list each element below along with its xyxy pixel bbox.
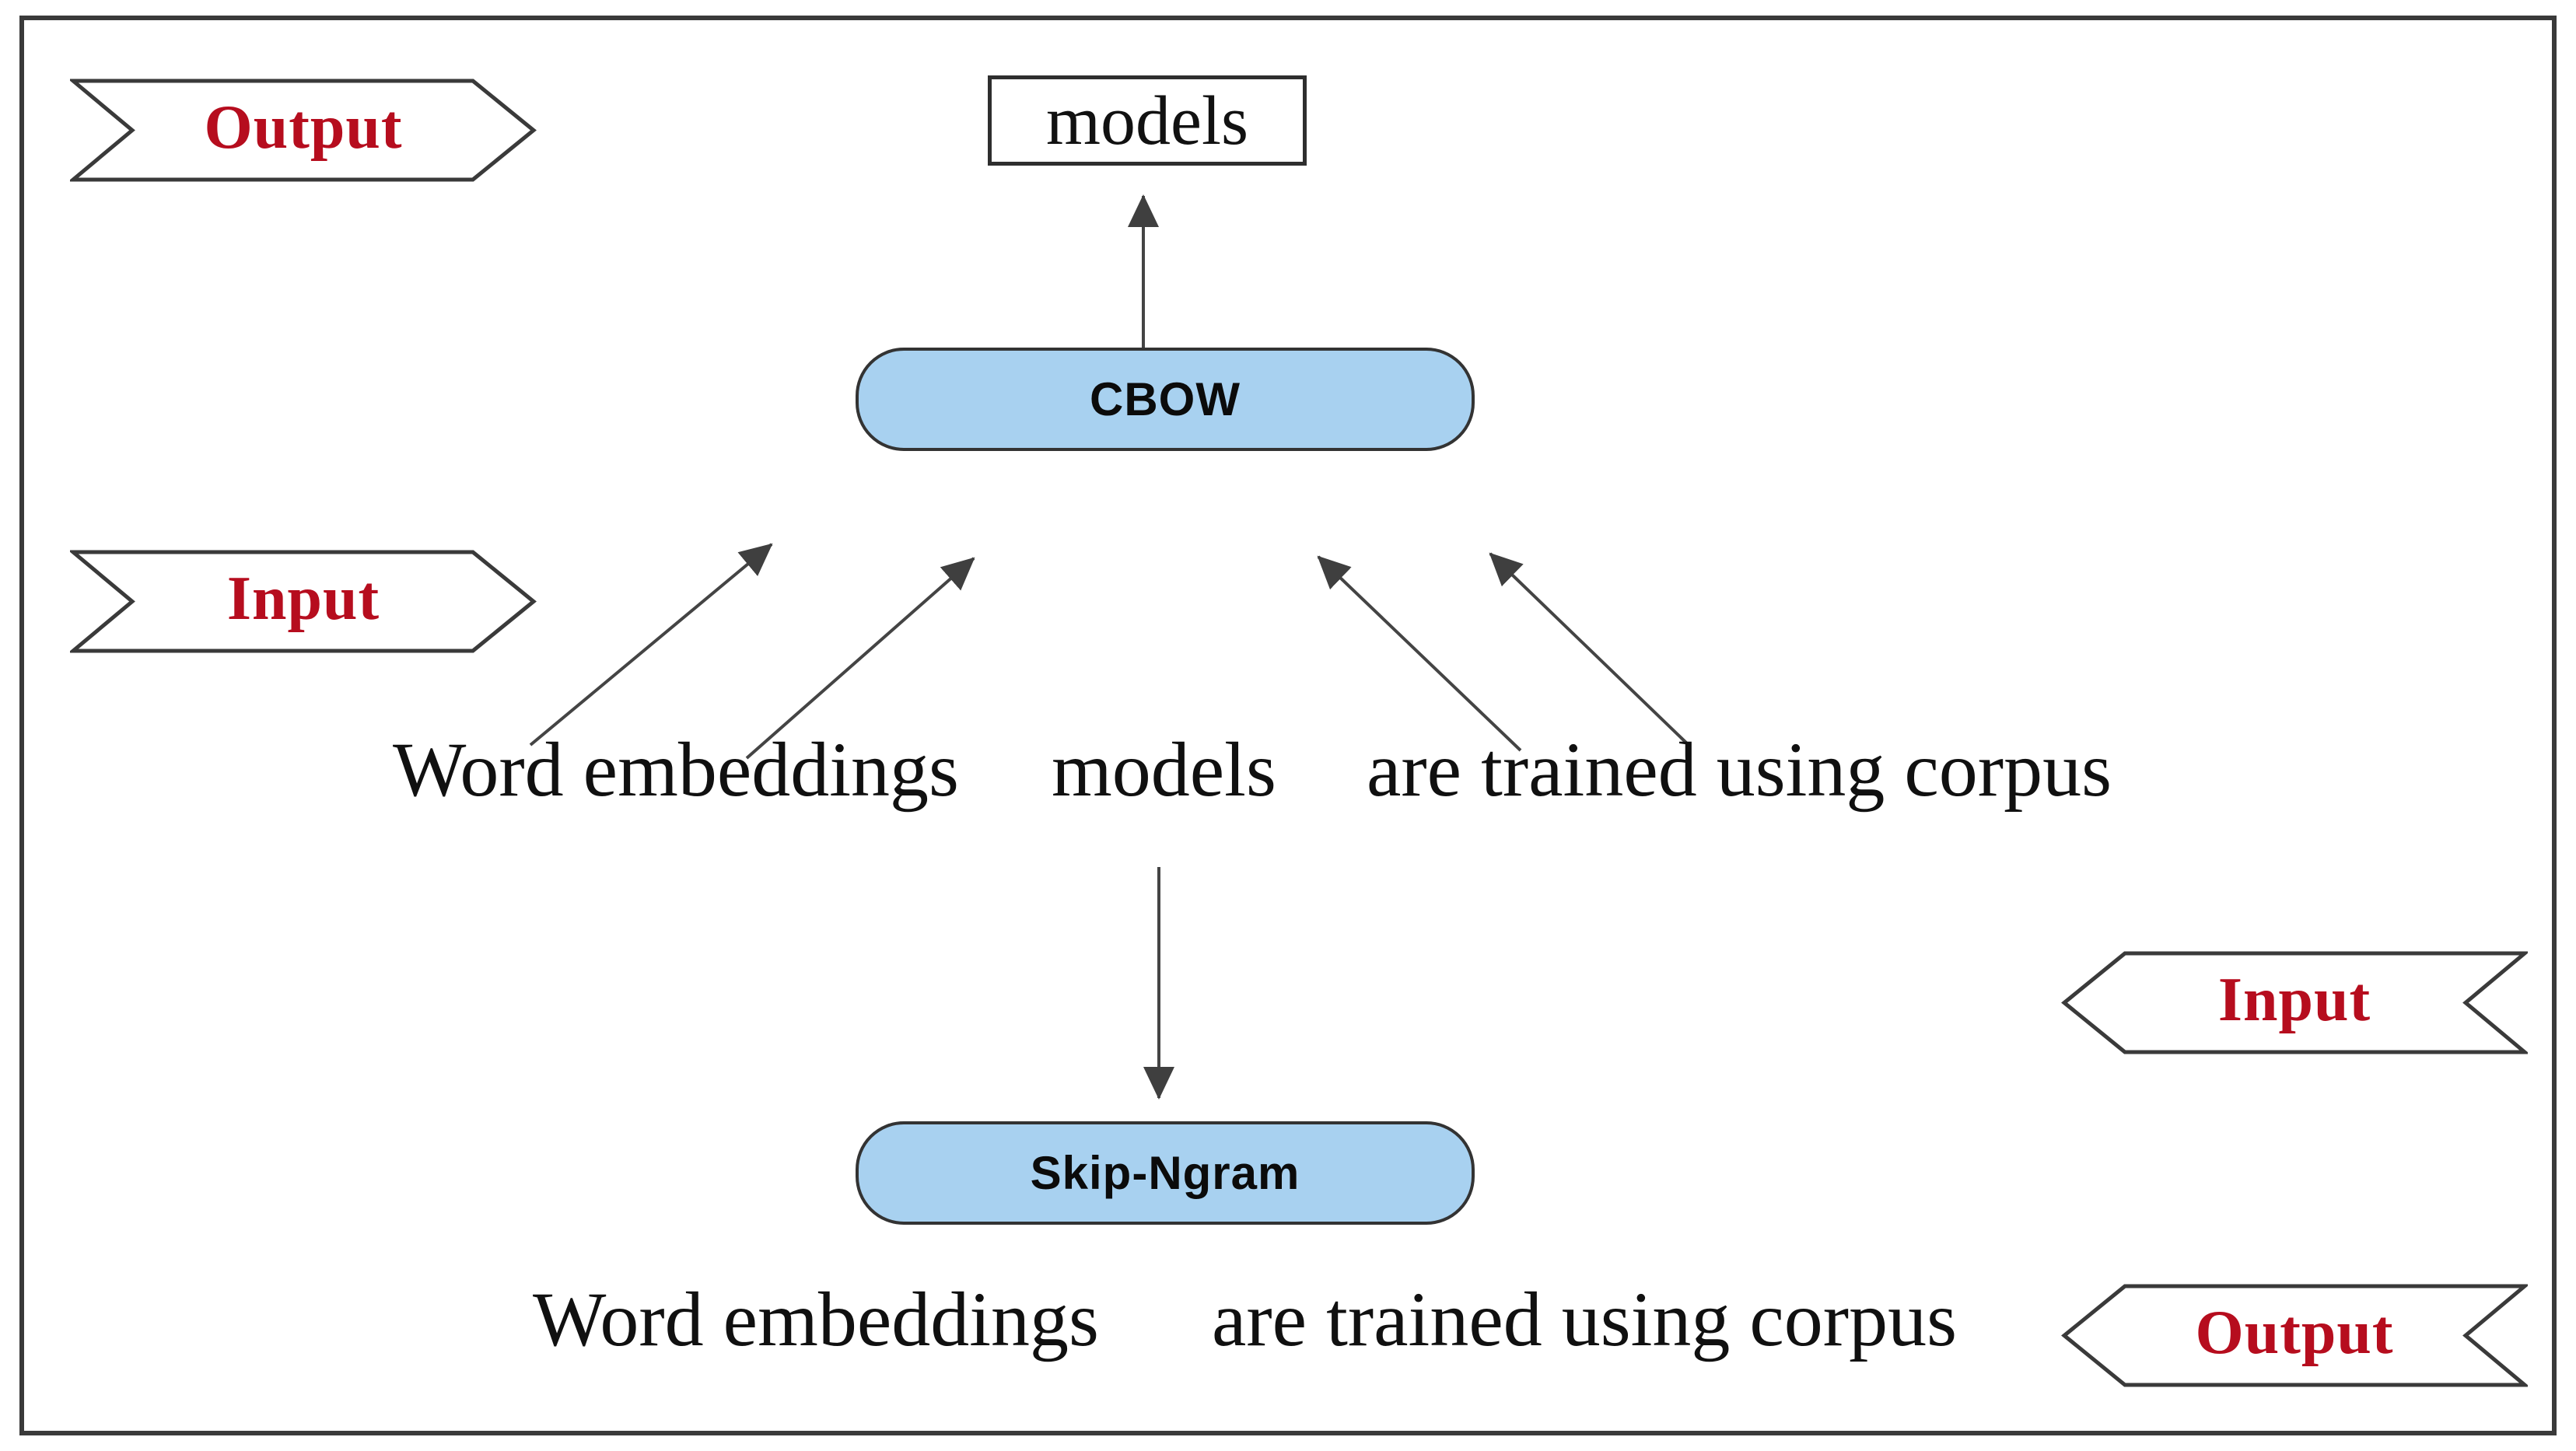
models-output-box: models <box>988 75 1307 166</box>
cbow-node-label: CBOW <box>1090 373 1241 425</box>
input-banner-left: Input <box>70 549 537 654</box>
input-banner-right: Input <box>2061 950 2528 1055</box>
input-banner-label: Input <box>2217 965 2371 1034</box>
skip-sentence-word-embeddings: Word embeddings <box>533 1276 1099 1362</box>
output-banner-bottom-right: Output <box>2061 1283 2528 1388</box>
skip-ngram-node: Skip-Ngram <box>856 1121 1475 1225</box>
skip-ngram-node-label: Skip-Ngram <box>1030 1147 1300 1199</box>
input-banner-label: Input <box>226 564 380 633</box>
chevron-banner-right-icon <box>70 79 537 182</box>
cbow-sentence-word-embeddings: Word embeddings <box>393 726 959 813</box>
models-output-label: models <box>1046 82 1248 159</box>
skip-sentence-are-trained-using-corpus: are trained using corpus <box>1212 1276 1958 1362</box>
cbow-sentence-are-trained-using-corpus: are trained using corpus <box>1367 726 2112 813</box>
cbow-sentence-models: models <box>1052 726 1276 813</box>
cbow-node: CBOW <box>856 348 1475 451</box>
output-banner-label: Output <box>2195 1298 2394 1367</box>
chevron-banner-right-icon <box>70 550 537 653</box>
chevron-banner-left-icon <box>2061 1284 2528 1387</box>
output-banner-top-left: Output <box>70 78 537 183</box>
chevron-banner-left-icon <box>2061 951 2528 1054</box>
output-banner-label: Output <box>204 93 403 162</box>
